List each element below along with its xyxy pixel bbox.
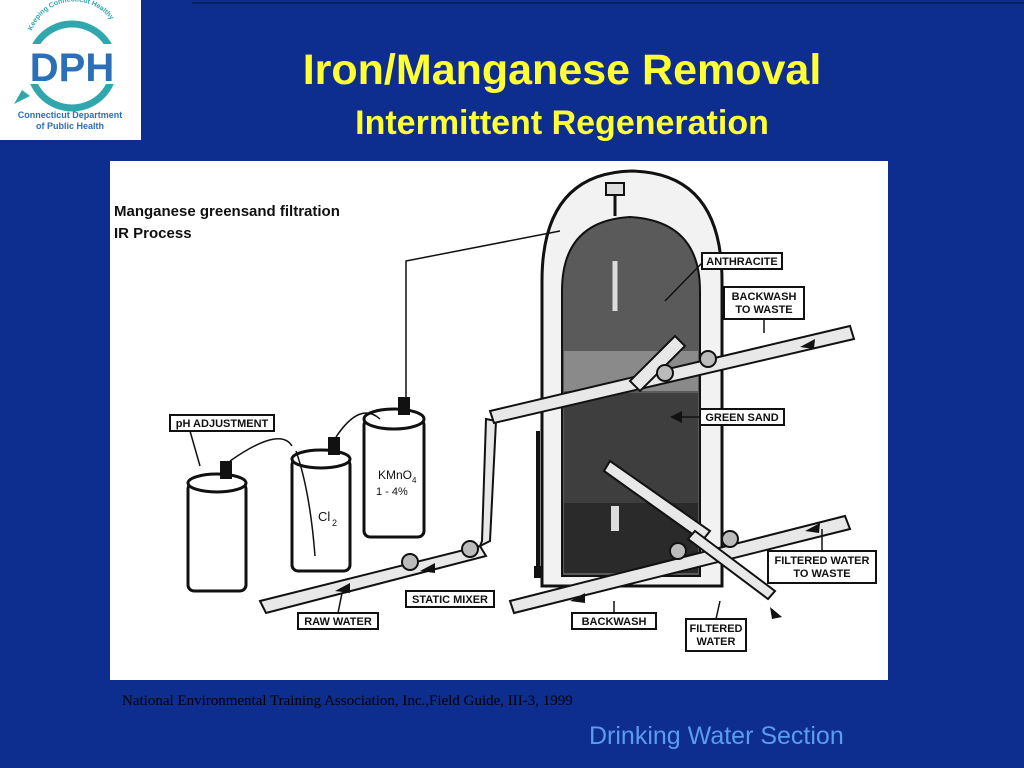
svg-text:BACKWASH: BACKWASH — [582, 616, 647, 628]
dph-logo: Keeping Connecticut Healthy DPH Connecti… — [0, 0, 141, 140]
ph-adjustment-tank — [186, 461, 248, 593]
label-backwash: BACKWASH — [571, 601, 657, 630]
kmno4-subscript: 4 — [412, 476, 417, 485]
cl2-subscript: 2 — [332, 518, 337, 528]
chlorine-tank: Cl 2 — [290, 437, 352, 573]
label-backwash-to-waste: BACKWASH TO WASTE — [723, 286, 805, 333]
feed-tubes — [229, 230, 561, 557]
footer-section-name: Drinking Water Section — [589, 722, 844, 750]
flow-arrows — [335, 339, 820, 619]
kmno4-label: KMnO — [378, 468, 412, 482]
svg-text:BACKWASH: BACKWASH — [732, 291, 797, 303]
diagram-heading-2: IR Process — [114, 225, 192, 242]
kmno4-tank: KMnO 4 1 - 4% — [362, 397, 426, 539]
logo-speech-tail — [14, 90, 30, 104]
svg-text:ANTHRACITE: ANTHRACITE — [706, 256, 778, 268]
label-raw-water: RAW WATER — [297, 592, 379, 630]
cl2-label: Cl — [318, 509, 330, 524]
logo-letters: DPH — [30, 46, 114, 90]
slide-title: Iron/Manganese Removal — [302, 46, 822, 94]
svg-text:GREEN SAND: GREEN SAND — [705, 412, 778, 424]
kmno4-percent: 1 - 4% — [376, 486, 408, 498]
vessel-top-valve — [605, 182, 625, 196]
svg-text:TO WASTE: TO WASTE — [735, 304, 792, 316]
svg-text:STATIC MIXER: STATIC MIXER — [412, 594, 488, 606]
diagram-panel: Manganese greensand filtration IR Proces… — [110, 161, 888, 680]
label-filtered-water-to-waste: FILTERED WATER TO WASTE — [767, 529, 877, 584]
svg-text:WATER: WATER — [697, 636, 736, 648]
label-static-mixer: STATIC MIXER — [405, 590, 495, 608]
diagram-heading-1: Manganese greensand filtration — [114, 203, 340, 220]
label-green-sand: GREEN SAND — [670, 408, 785, 426]
label-anthracite: ANTHRACITE — [664, 252, 783, 302]
slide-subtitle: Intermittent Regeneration — [355, 104, 769, 142]
greensand-diagram: Manganese greensand filtration IR Proces… — [114, 169, 877, 652]
svg-text:FILTERED WATER: FILTERED WATER — [775, 555, 870, 567]
dph-logo-graphic: Keeping Connecticut Healthy DPH Connecti… — [14, 0, 124, 131]
svg-text:pH ADJUSTMENT: pH ADJUSTMENT — [176, 418, 269, 430]
citation: National Environmental Training Associat… — [122, 693, 573, 709]
label-filtered-water: FILTERED WATER — [685, 600, 747, 652]
svg-text:TO WASTE: TO WASTE — [793, 568, 850, 580]
svg-text:FILTERED: FILTERED — [690, 623, 743, 635]
riser-pipe — [478, 417, 498, 549]
valves — [401, 350, 739, 571]
logo-line1: Connecticut Department — [18, 110, 123, 120]
svg-text:RAW WATER: RAW WATER — [304, 616, 372, 628]
logo-line2: of Public Health — [36, 121, 104, 131]
top-divider — [192, 2, 1024, 4]
label-ph-adjustment: pH ADJUSTMENT — [169, 414, 275, 467]
